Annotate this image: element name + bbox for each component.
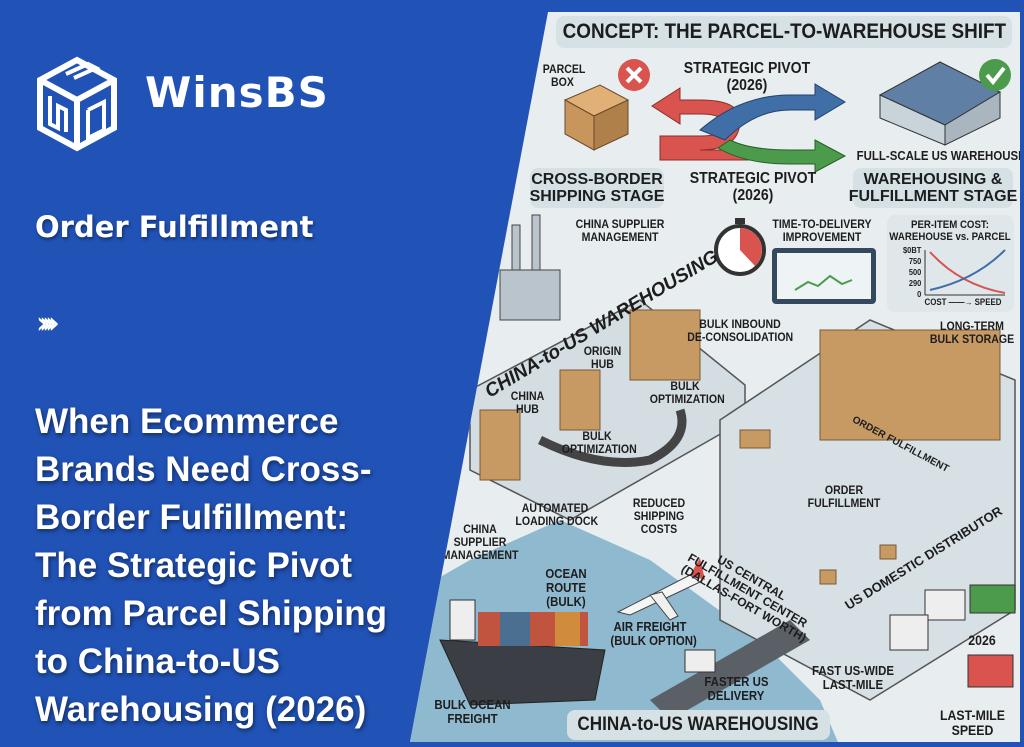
full-scale-label: FULL-SCALE US WAREHOUSE	[856, 148, 1024, 163]
pivot-top-label: STRATEGIC PIVOT(2026)	[683, 60, 811, 95]
logo	[36, 56, 118, 152]
bottom-banner: CHINA-to-US WAREHOUSING	[567, 710, 830, 740]
headline-line: The Strategic Pivot	[35, 546, 353, 585]
green-arrow	[717, 139, 847, 173]
stopwatch-icon	[714, 218, 766, 276]
cube-wb-logo-icon	[37, 56, 117, 152]
cost-chart-title: PER-ITEM COST:WAREHOUSE vs. PARCEL	[889, 219, 1011, 243]
cost-chart-xlabel: COST ——→ SPEED	[924, 297, 1002, 307]
shelf	[629, 309, 701, 381]
parcel-box-icon	[563, 84, 630, 151]
dashboard-icon	[772, 248, 876, 304]
airplane-icon	[616, 558, 705, 621]
year-label: 2026	[968, 632, 996, 648]
conveyor	[537, 408, 687, 467]
factory-icon	[499, 214, 561, 321]
air-freight-label: AIR FREIGHT(BULK OPTION)	[610, 619, 697, 649]
truck-icon	[967, 654, 1014, 688]
road	[650, 620, 810, 720]
box	[879, 544, 897, 560]
shelf	[819, 329, 1001, 441]
brand-name: WinsBS	[145, 68, 329, 117]
truck-icon	[924, 589, 966, 621]
headline-line: Border Fulfillment:	[35, 498, 349, 537]
chevrons-icon: ›››››	[36, 306, 60, 341]
shelf	[479, 409, 521, 481]
headline-line: Brands Need Cross-	[35, 450, 372, 489]
headline: When Ecommerce Brands Need Cross- Border…	[35, 398, 435, 734]
headline-line: from Parcel Shipping	[35, 594, 387, 633]
check-circle-icon	[979, 59, 1011, 91]
blue-arrow	[699, 83, 846, 141]
box	[819, 569, 837, 585]
headline-line: When Ecommerce	[35, 402, 339, 441]
stage-right: WAREHOUSING &FULFILLMENT STAGE	[849, 168, 1017, 208]
parcel-box-label: PARCEL BOX	[542, 62, 586, 89]
truck-icon	[889, 614, 929, 651]
box	[739, 429, 771, 449]
headline-line: to China-to-US	[35, 642, 280, 681]
headline-line: Warehousing (2026)	[35, 690, 367, 729]
shelf	[559, 369, 601, 431]
warehouse-icon	[878, 61, 1002, 146]
category-label: Order Fulfillment	[35, 210, 314, 244]
truck-icon	[684, 649, 716, 673]
cargo-ship-icon	[439, 599, 606, 706]
pivot-bottom-label: STRATEGIC PIVOT(2026)	[689, 170, 817, 205]
concept-title: CONCEPT: THE PARCEL-TO-WAREHOUSE SHIFT	[556, 16, 1012, 48]
speed-curve-blue	[929, 249, 1006, 291]
truck-icon	[969, 584, 1016, 614]
